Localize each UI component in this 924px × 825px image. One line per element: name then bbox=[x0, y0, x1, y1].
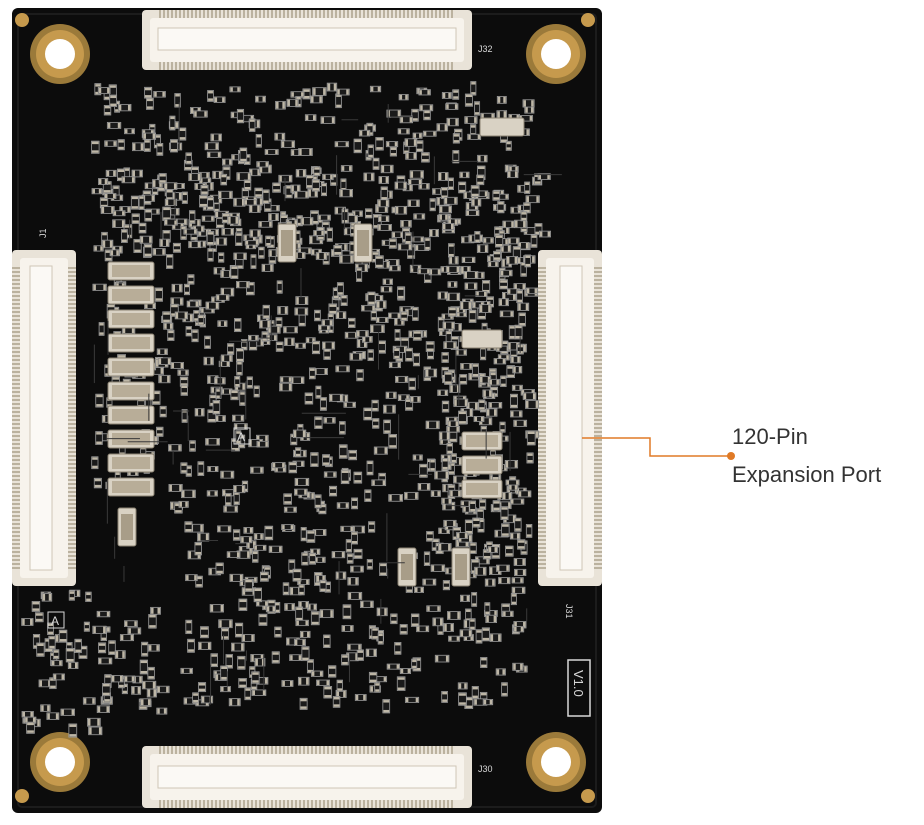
silk-j30: J30 bbox=[478, 764, 493, 774]
mounting-hole-bottom-right bbox=[526, 732, 586, 792]
mounting-hole-top-left bbox=[30, 24, 90, 84]
connector-right-expansion-port bbox=[538, 250, 602, 586]
callout-title: 120-Pin bbox=[732, 424, 808, 449]
svg-text:A: A bbox=[51, 614, 59, 628]
mounting-hole-top-right bbox=[526, 24, 586, 84]
callout-dot bbox=[727, 452, 735, 460]
connector-top bbox=[142, 10, 472, 70]
callout-subtitle: Expansion Port bbox=[732, 462, 882, 487]
version-mark: V1.0 bbox=[567, 659, 591, 717]
connector-bottom bbox=[142, 746, 472, 808]
svg-text:A: A bbox=[237, 430, 245, 444]
silk-marker-a: A bbox=[47, 611, 65, 629]
connector-left bbox=[12, 250, 76, 586]
mounting-hole-bottom-left bbox=[30, 732, 90, 792]
svg-text:V1.0: V1.0 bbox=[571, 670, 586, 697]
silk-marker-a-2: A bbox=[233, 427, 251, 445]
callout-leader-line bbox=[582, 437, 728, 457]
silk-j32: J32 bbox=[478, 44, 493, 54]
silk-j31: J31 bbox=[564, 604, 574, 619]
smd-components bbox=[21, 81, 562, 738]
silk-j1: J1 bbox=[38, 228, 48, 238]
